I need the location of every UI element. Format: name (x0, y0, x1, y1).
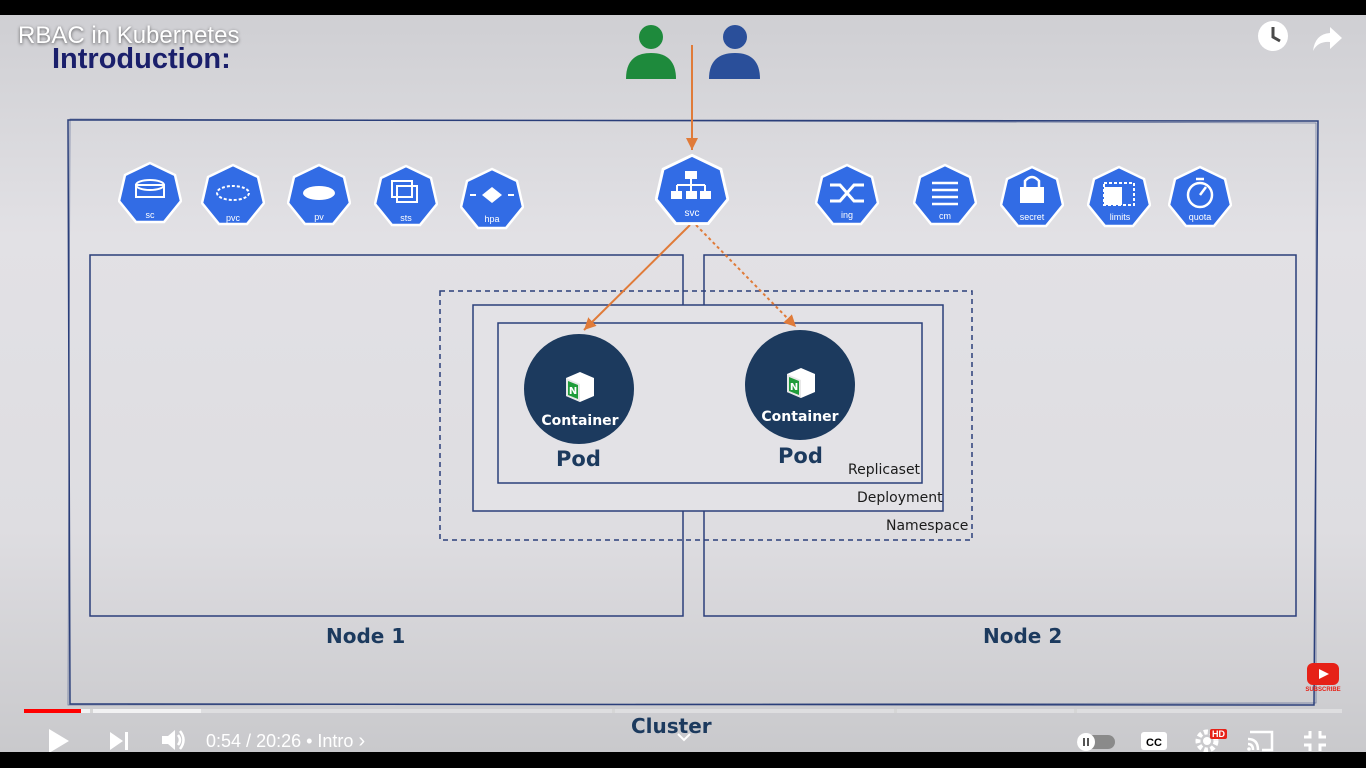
chapter-gap (1074, 709, 1077, 713)
play-icon[interactable] (46, 727, 72, 755)
video-frame[interactable]: N N (0, 15, 1366, 752)
node1-label: Node 1 (326, 624, 406, 648)
pvc-icon (201, 163, 265, 226)
nginx-icon: N (787, 368, 815, 398)
cm-icon (913, 163, 977, 226)
hd-badge: HD (1210, 729, 1227, 739)
pv-icon (287, 163, 351, 226)
hpa-icon (460, 167, 524, 230)
deployment-label: Deployment (857, 490, 943, 506)
node2-label: Node 2 (983, 624, 1063, 648)
user-blue-icon (709, 25, 760, 79)
resource-label-ing: ing (840, 210, 853, 220)
pod2-container-label: Container (761, 409, 839, 425)
cluster-border (67, 119, 1319, 706)
watch-later-icon[interactable] (1256, 19, 1290, 53)
volume-icon[interactable] (160, 728, 188, 752)
chapter-separator: • (301, 731, 318, 751)
subscribe-label: SUBSCRIBE (1305, 687, 1341, 693)
youtube-logo-icon (1307, 663, 1339, 685)
user-green-icon (626, 25, 676, 79)
quota-icon (1168, 165, 1232, 228)
chapter-chevron-icon[interactable]: › (358, 730, 366, 752)
resource-label-hpa: hpa (484, 214, 500, 224)
cast-icon[interactable] (1246, 729, 1276, 753)
chapter-gap (90, 709, 93, 713)
svc-icon (655, 153, 729, 225)
limits-icon (1087, 165, 1151, 228)
resource-label-sc: sc (145, 210, 155, 220)
progress-bar[interactable] (24, 709, 1342, 713)
progress-buffered (24, 709, 201, 713)
share-icon[interactable] (1310, 21, 1344, 55)
ing-icon (815, 163, 879, 226)
sts-icon (374, 164, 438, 227)
secret-icon (1000, 165, 1064, 228)
letterbox-bottom (0, 752, 1366, 768)
chapter-title[interactable]: Intro (317, 731, 354, 751)
resource-label-pvc: pvc (225, 213, 240, 223)
svg-text:CC: CC (1146, 737, 1162, 749)
duration: 20:26 (256, 731, 302, 751)
autoplay-toggle-icon[interactable] (1075, 730, 1117, 752)
namespace-label: Namespace (886, 518, 969, 534)
replicaset-label: Replicaset (848, 462, 921, 478)
pod1-label: Pod (556, 447, 601, 471)
time-display[interactable]: 0:54 / 20:26 • Intro › (206, 730, 365, 753)
pod1-container-label: Container (541, 413, 619, 429)
namespace-box (439, 290, 973, 541)
exit-fullscreen-icon[interactable] (1302, 729, 1328, 753)
chapter-gap (612, 709, 615, 713)
current-time: 0:54 (206, 731, 242, 751)
resource-label-sts: sts (400, 213, 412, 223)
sc-icon (118, 161, 182, 224)
video-title[interactable]: RBAC in Kubernetes (18, 22, 240, 49)
resource-label-cm: cm (939, 211, 951, 221)
subscribe-watermark[interactable]: SUBSCRIBE (1303, 663, 1343, 699)
slide-heading: Introduction: (52, 43, 231, 75)
resource-label-quota: quota (1188, 212, 1212, 222)
next-icon[interactable] (108, 730, 132, 752)
letterbox-top (0, 0, 1366, 15)
svg-text:N: N (569, 386, 577, 397)
chevron-down-icon[interactable] (676, 731, 692, 743)
resource-label-secret: secret (1019, 212, 1045, 222)
nginx-icon: N (566, 372, 594, 402)
settings-gear-icon[interactable] (1194, 728, 1220, 754)
pod2-label: Pod (778, 444, 823, 468)
resource-label-pv: pv (314, 212, 324, 222)
kubernetes-diagram: N N (67, 25, 1319, 706)
resource-label-limits: limits (1109, 212, 1131, 222)
cluster-label: Cluster (631, 714, 712, 738)
resource-label-svc: svc (684, 208, 700, 219)
progress-played (24, 709, 81, 713)
chapter-gap (894, 709, 897, 713)
time-separator: / (241, 731, 257, 751)
svg-text:N: N (790, 382, 798, 393)
svc-to-pod1-arrow (583, 224, 691, 331)
captions-icon[interactable]: CC (1140, 730, 1168, 752)
